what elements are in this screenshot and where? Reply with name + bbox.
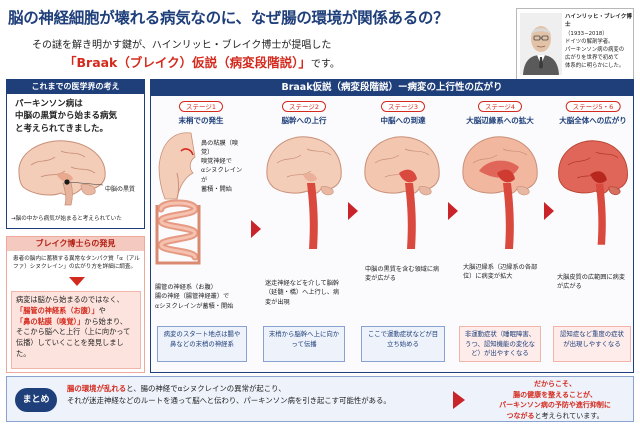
stage-4-summary: 非運動症状（睡眠障害、うつ、認知機能の変化など）が出やすくなる — [459, 326, 541, 362]
profile-line2: パーキンソン病の病変の — [565, 47, 625, 53]
brain-sagittal-illustration — [18, 140, 106, 206]
stage-2: ステージ2 脳幹への上行 迷走神経などを介して脳幹（延髄・橋）へ上行し、病変が出… — [263, 101, 345, 331]
stage-3-summary: ここで運動症状などが目立ち始める — [361, 326, 445, 362]
stage-1-nerve-line1: 嗅覚神経で — [201, 158, 232, 165]
conclusion-line3: パーキンソン病の予防や進行抑制に — [499, 401, 611, 409]
main-heading: Braak仮説（病変段階説）ー病変の上行性の広がり — [151, 80, 633, 96]
summary-line2: それが迷走神経などのルートを通って脳へと伝わり、パーキンソン病を引き起こす可能性… — [67, 395, 391, 405]
substantia-nigra-label: 中脳の黒質 — [105, 186, 136, 193]
discovery-box: ブレイク博士らの発見 患者の脳内に蓄積する異常なタンパク質「α（アルファ）シヌク… — [6, 236, 145, 373]
summary-text: 腸の環境が乱れると、腸の神経でαシヌクレインの異常が起こり、 それが迷走神経など… — [67, 383, 391, 407]
stage-1-nose-label: 鼻の粘膜（嗅覚） — [201, 140, 239, 157]
discovery-nose: 「鼻の粘膜（嗅覚）」 — [16, 316, 85, 326]
summary-emphasis: 腸の環境が乱れる — [67, 384, 127, 393]
stage-1-nerve-line2: αシヌクレインが — [201, 167, 243, 184]
stage-1-gut-line2: 腸の神経（腸管神経叢）で — [155, 293, 230, 301]
stage-arrow-icon — [448, 202, 458, 220]
conventional-line3: と考えられてきました。 — [15, 123, 108, 134]
nose-gut-illustration — [155, 132, 201, 265]
intestine-illustration — [155, 199, 201, 265]
conventional-note: →脳の中から病気が始まると考えられていた — [11, 216, 122, 222]
stage-5-6-text: 大脳皮質の広範囲に病変が広がる — [557, 274, 626, 291]
brain-stage-5-6-illustration — [558, 140, 628, 245]
brain-stage-2-illustration — [266, 136, 342, 249]
discovery-heading: ブレイク博士らの発見 — [7, 237, 144, 251]
page-subtitle: その謎を解き明かす鍵が、ハインリッヒ・ブレイク博士が提唱した — [32, 40, 332, 51]
stage-arrow-icon — [251, 220, 261, 238]
discovery-p4: そこから脳へと上行（上に向かって伝播）していくことを発見しました。 — [16, 327, 131, 358]
stage-4: ステージ4 大脳辺縁系への拡大 大脳辺縁系（辺縁系の各部位）に病変が拡大 — [459, 101, 541, 331]
stage-1-gut-line3: αシヌクレインが蓄積・開始 — [155, 302, 234, 310]
summary-arrow-icon — [453, 391, 465, 409]
conclusion-line1: だからこそ、 — [534, 380, 576, 388]
stage-4-text: 大脳辺縁系（辺縁系の各部位）に病変が拡大 — [463, 264, 538, 281]
stage-4-tag: ステージ4 — [477, 101, 523, 112]
summary-line1: と、腸の神経でαシヌクレインの異常が起こり、 — [126, 384, 286, 393]
profile-text: ハインリッヒ・ブレイク博士 （1933−2018） ドイツの解剖学者。 パーキン… — [565, 13, 633, 70]
stage-4-title: 大脳辺縁系への拡大 — [466, 116, 534, 125]
stage-3: ステージ3 中脳への到達 中脳の黒質を含む領域に病変が広がる — [361, 101, 445, 331]
stage-5-6-title: 大脳全体への広がり — [559, 116, 627, 125]
discovery-start: から始まり、 — [84, 316, 128, 326]
stage-3-tag: ステージ3 — [380, 101, 426, 112]
stage-2-tag: ステージ2 — [281, 101, 327, 112]
profile-line3: 広がりを世界で初めて — [565, 55, 619, 62]
discovery-highlight: 病変は脳から始まるのではなく、 「腸管の神経系（お腹）」や 「鼻の粘膜（嗅覚）」… — [11, 291, 141, 369]
stage-1: ステージ1 末梢での発生 鼻の粘膜（嗅覚） 嗅覚神経で αシヌクレインが 蓄積・… — [155, 101, 247, 331]
stage-5-6-summary: 認知症など重度の症状が出現しやすくなる — [553, 326, 631, 362]
stage-5-6: ステージ5・6 大脳全体への広がり 大脳皮質の広範囲に病変が広がる — [555, 101, 631, 331]
conventional-text: パーキンソン病は 中脳の黒質から始まる病気 と考えられてきました。 — [15, 98, 117, 135]
page-title: 脳の神経細胞が壊れる病気なのに、なぜ腸の環境が関係あるの？ — [8, 9, 449, 27]
stage-2-summary: 末梢から脳幹へ上に向かって伝播 — [263, 326, 345, 362]
stage-1-title: 末梢での発生 — [178, 116, 224, 125]
conventional-line1: パーキンソン病は — [15, 99, 83, 109]
stage-1-tag: ステージ1 — [178, 101, 224, 112]
conventional-line2: 中脳の黒質から始まる病気 — [15, 111, 118, 122]
brain-stage-3-illustration — [364, 136, 440, 249]
stage-1-nerve-line3: 蓄積・開始 — [201, 185, 232, 193]
substantia-nigra-marker — [64, 179, 70, 185]
stage-5-6-tag: ステージ5・6 — [565, 101, 621, 112]
stage-3-text: 中脳の黒質を含む領域に病変が広がる — [365, 266, 440, 283]
hypothesis-label: 「Braak（ブレイク）仮説（病変段階説）」 — [64, 55, 311, 70]
hypothesis-tail: です。 — [310, 59, 340, 70]
conclusion-line4: つながる — [506, 411, 535, 420]
stage-arrow-icon — [348, 202, 358, 220]
stage-2-title: 脳幹への上行 — [281, 116, 327, 125]
stage-1-gut-label: 腸管の神経系（お腹） 腸の神経（腸管神経叢）で αシヌクレインが蓄積・開始 — [155, 283, 247, 311]
summary-conclusion: だからこそ、 腸の健康を整えることが、 パーキンソン病の予防や進行抑制に つなが… — [477, 379, 633, 421]
conclusion-line5: と考えられています。 — [534, 411, 604, 420]
discovery-and: や — [98, 305, 106, 315]
summary-box: まとめ 腸の環境が乱れると、腸の神経でαシヌクレインの異常が起こり、 それが迷走… — [6, 376, 634, 422]
stage-1-gut-line1: 腸管の神経系（お腹） — [155, 284, 217, 291]
stage-2-text: 迷走神経などを介して脳幹（延髄・橋）へ上行し、病変が出現 — [265, 280, 340, 306]
portrait-svg — [520, 13, 562, 75]
discovery-text: 患者の脳内に蓄積する異常なタンパク質「α（アルファ）シヌクレイン」の広がり方を詳… — [13, 256, 140, 271]
profile-years: （1933−2018） — [565, 30, 608, 37]
stage-3-title: 中脳への到達 — [380, 116, 426, 125]
conventional-heading: これまでの医学界の考え — [7, 80, 144, 94]
profile-line1: ドイツの解剖学者。 — [565, 38, 614, 45]
conventional-view-box: これまでの医学界の考え パーキンソン病は 中脳の黒質から始まる病気 と考えられて… — [6, 79, 145, 229]
profile-name: ハインリッヒ・ブレイク博士 — [565, 14, 632, 29]
portrait-illustration — [520, 13, 562, 75]
brain-stage-4-illustration — [462, 136, 538, 249]
down-arrow-icon — [69, 277, 85, 286]
stage-arrow-icon — [544, 202, 554, 220]
profile-card: ハインリッヒ・ブレイク博士 （1933−2018） ドイツの解剖学者。 パーキン… — [516, 8, 634, 84]
hypothesis-name: 「Braak（ブレイク）仮説（病変段階説）」です。 — [64, 52, 340, 71]
stage-1-nerve-label: 嗅覚神経で αシヌクレインが 蓄積・開始 — [201, 157, 247, 194]
discovery-gut: 「腸管の神経系（お腹）」 — [16, 305, 99, 315]
profile-line4: 体系的に明らかにした。 — [565, 63, 625, 70]
summary-badge: まとめ — [15, 388, 57, 412]
discovery-p1: 病変は脳から始まるのではなく、 — [16, 295, 124, 304]
conclusion-line2: 腸の健康を整えることが、 — [513, 390, 597, 399]
braak-stages-panel: Braak仮説（病変段階説）ー病変の上行性の広がり ステージ1 末梢での発生 鼻… — [150, 79, 634, 373]
stage-1-summary: 病変のスタート地点は腸や鼻などの末梢の神経系 — [157, 326, 247, 362]
